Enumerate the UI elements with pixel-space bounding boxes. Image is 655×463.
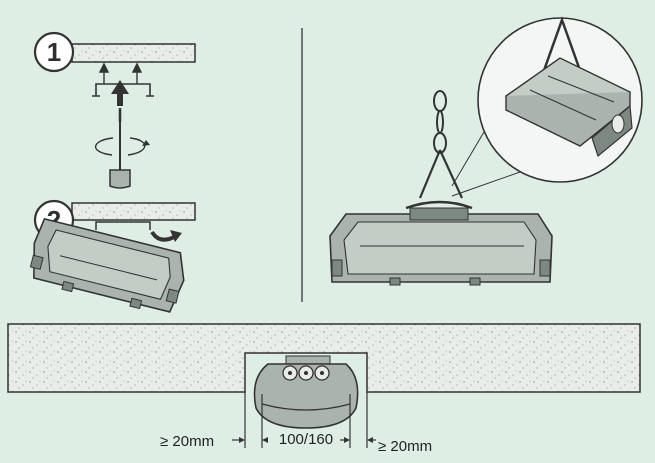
left-clearance-label: ≥ 20mm bbox=[160, 433, 214, 450]
step-1-panel: 1 bbox=[33, 31, 196, 189]
recessed-panel: ≥ 20mm 100/160 ≥ 20mm bbox=[7, 323, 641, 455]
step-2-bracket bbox=[95, 221, 151, 230]
right-clearance-label: ≥ 20mm bbox=[378, 438, 432, 455]
screwdriver-icon bbox=[109, 108, 131, 189]
dimension-lines bbox=[232, 392, 376, 448]
step-1-badge: 1 bbox=[33, 31, 75, 73]
tilt-arrow-icon bbox=[150, 230, 182, 242]
ceiling-slab-step1 bbox=[71, 43, 196, 63]
recessed-fixture bbox=[253, 355, 359, 429]
housing-width-label: 100/160 bbox=[279, 431, 333, 448]
ceiling-slab-step2 bbox=[71, 202, 196, 221]
suspended-fixture-panel bbox=[329, 16, 643, 286]
rotation-arrow-icon bbox=[94, 137, 150, 156]
ceiling-bracket bbox=[92, 83, 154, 97]
chain-icon bbox=[418, 90, 463, 199]
concrete-slab bbox=[7, 323, 641, 393]
tilted-fixture bbox=[29, 217, 185, 313]
step-2-panel: 2 bbox=[29, 199, 196, 313]
mounting-bracket-icon bbox=[477, 16, 643, 183]
magnifier-line-2 bbox=[451, 171, 521, 197]
suspended-fixture bbox=[329, 200, 553, 286]
push-up-arrow-icon bbox=[98, 62, 143, 106]
step-1-number: 1 bbox=[47, 37, 61, 67]
